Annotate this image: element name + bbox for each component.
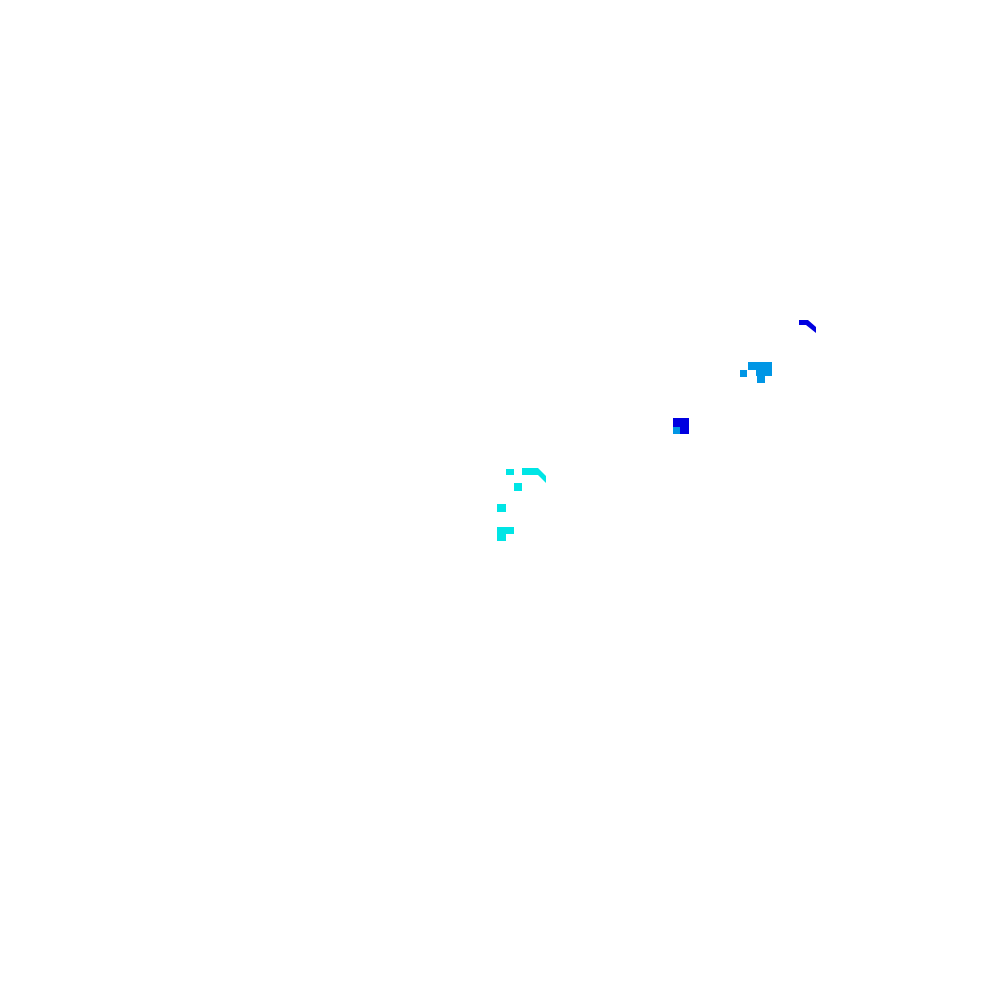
pixel-mark: [756, 370, 772, 376]
pixel-mark: [748, 362, 772, 370]
pixel-mark: [497, 534, 506, 541]
pixel-mark: [506, 469, 514, 475]
pixel-mark: [757, 376, 765, 383]
cluster-dark-blue-top-right: [799, 320, 816, 333]
pixel-mark: [497, 504, 506, 512]
cluster-cyan-center: [497, 468, 546, 541]
cluster-azure-upper-right: [740, 362, 772, 383]
pixel-mark: [514, 483, 522, 491]
pixel-mark: [673, 427, 680, 434]
pixel-mark: [522, 468, 546, 483]
pixel-mark: [740, 370, 747, 377]
pixel-mark: [799, 320, 816, 333]
pixel-mark: [497, 527, 514, 534]
cluster-blue-center-right: [673, 418, 689, 434]
